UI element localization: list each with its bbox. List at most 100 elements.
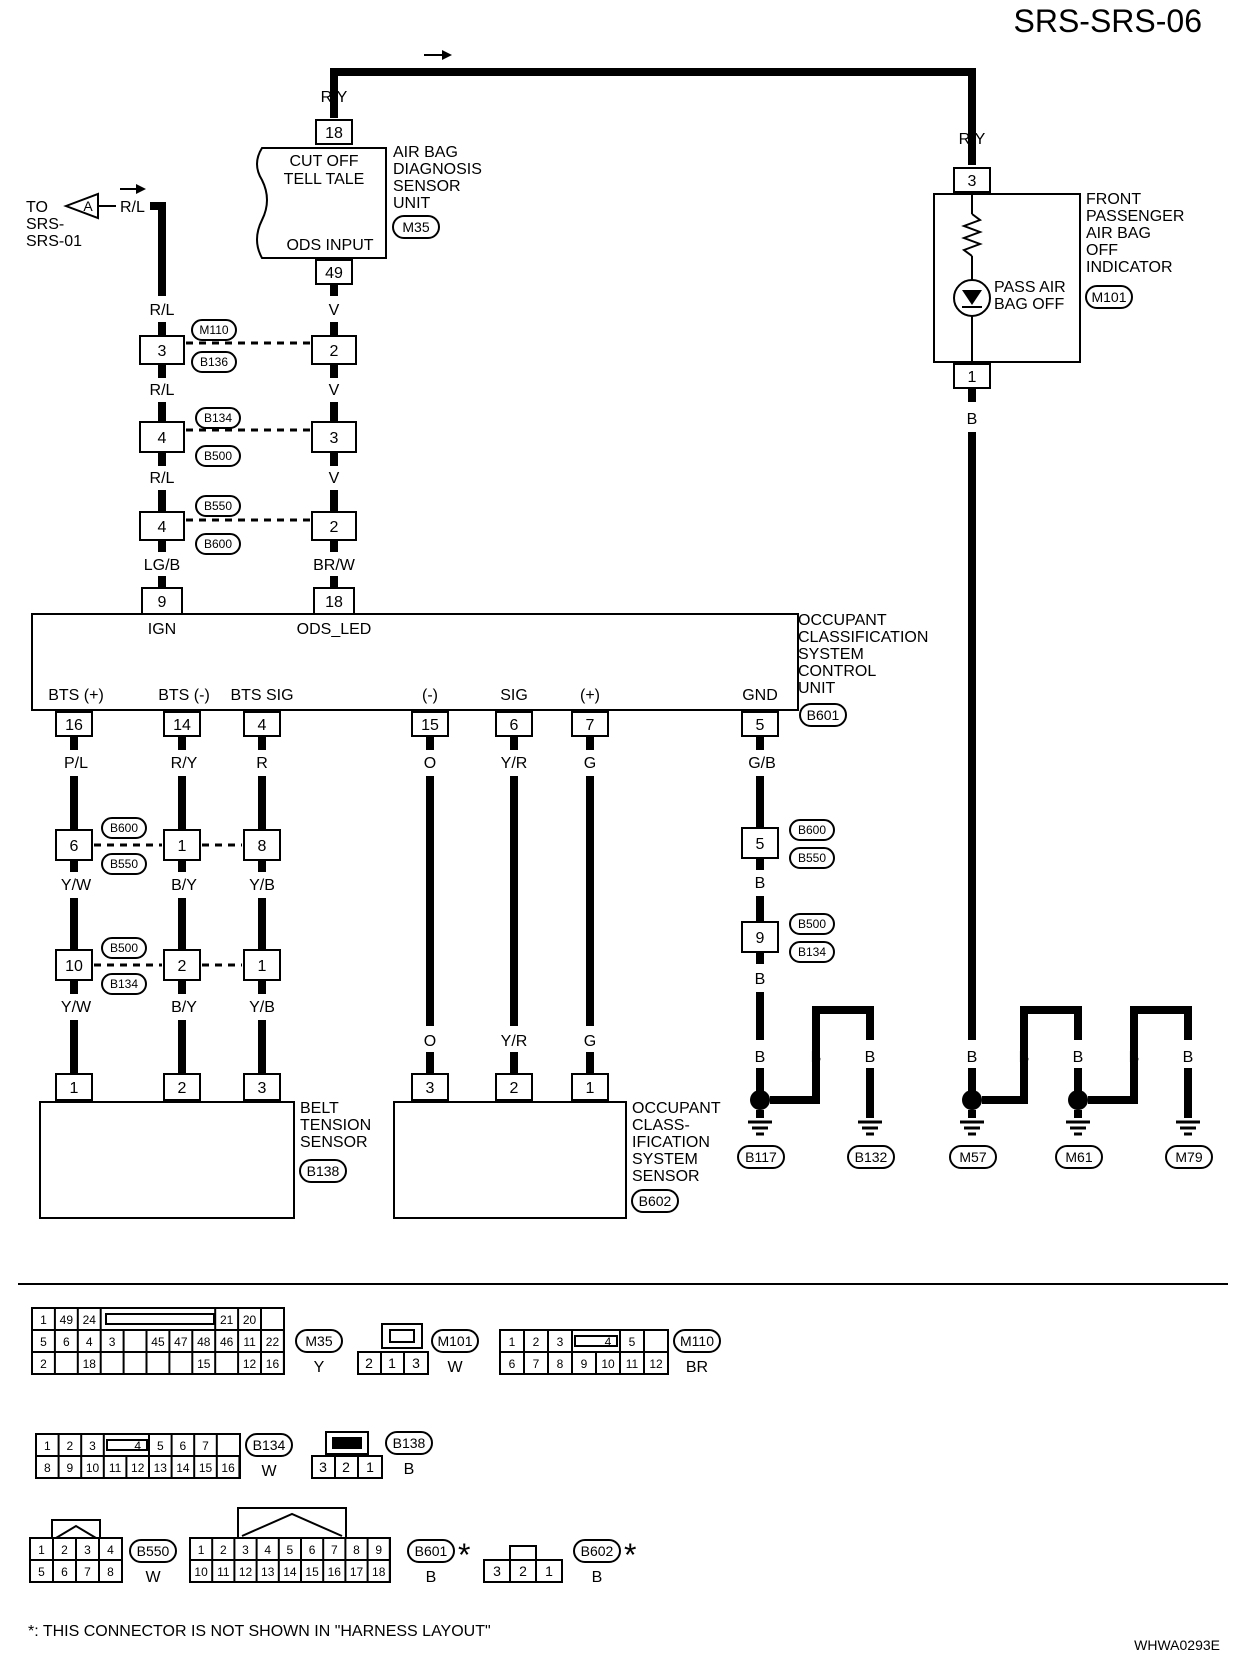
pin-number: 1 [198, 1543, 205, 1557]
flow-arrow-head [136, 184, 146, 194]
component-name: FRONT [1086, 191, 1141, 208]
pin-number: 2 [330, 343, 339, 360]
ground-id: B117 [745, 1149, 777, 1165]
connector-face-b602: 3 2 1 B602 * B [483, 1537, 636, 1586]
pin-label: (-) [422, 687, 438, 704]
pin-number: 11 [626, 1357, 639, 1371]
wire-label: B/Y [171, 877, 197, 894]
pin-number: 22 [266, 1335, 280, 1349]
pin-box [953, 167, 991, 193]
pin-number: 2 [365, 1355, 373, 1371]
pin-box [311, 335, 357, 365]
occupant-sensor-body [393, 1101, 627, 1219]
pin-number: 2 [178, 1080, 187, 1097]
pin-box [141, 587, 183, 615]
pin-number: 3 [426, 1080, 435, 1097]
pin-number: 49 [60, 1313, 74, 1327]
connector-tag [799, 703, 847, 727]
pin-number: 8 [44, 1461, 51, 1475]
connector-color: Y [314, 1359, 325, 1376]
ground-id: B132 [855, 1149, 888, 1165]
pin-number: 9 [158, 594, 167, 611]
connector-tag [573, 1539, 621, 1563]
splice-dot [962, 1090, 982, 1110]
component-name: INDICATOR [1086, 259, 1173, 276]
pin-number: 24 [83, 1313, 97, 1327]
pin-number: 6 [61, 1565, 68, 1579]
connector-tag [245, 1433, 293, 1457]
wire-label: Y/B [249, 999, 275, 1016]
pin-number: 4 [264, 1543, 271, 1557]
joint-connector-m110-b136: 3 2 M110 B136 [139, 319, 357, 373]
connector-id: B550 [798, 851, 826, 865]
pin-number: 46 [220, 1335, 234, 1349]
pin-number: 5 [157, 1439, 164, 1453]
pin-number: 1 [258, 958, 267, 975]
wire-label: Y/W [61, 999, 92, 1016]
pin-box [163, 711, 201, 737]
connector-id: M35 [305, 1333, 332, 1349]
connector-tag [195, 495, 241, 517]
pin-number: 5 [38, 1565, 45, 1579]
connector-id: B134 [110, 977, 138, 991]
pin-number: 6 [509, 1357, 516, 1371]
pin-number: 9 [581, 1357, 588, 1371]
pin-number: 4 [134, 1439, 141, 1453]
pin-box [243, 711, 281, 737]
pin-number: 5 [756, 717, 765, 734]
pin-number: 4 [86, 1335, 93, 1349]
connector-id: B600 [798, 823, 826, 837]
pin-number: 16 [266, 1357, 280, 1371]
connector-id: B550 [110, 857, 138, 871]
pin-number: 4 [158, 519, 167, 536]
latch [105, 1313, 215, 1325]
connector-tag [789, 819, 835, 841]
component-name: AIR BAG [1086, 225, 1151, 242]
offpage-text: SRS- [26, 216, 64, 233]
control-unit-body [31, 613, 799, 711]
connector-color: W [145, 1569, 161, 1586]
pin-label: BTS (+) [48, 687, 104, 704]
connector-tag [191, 351, 237, 373]
wire-label: P/L [64, 755, 88, 772]
ground-id: M79 [1175, 1149, 1202, 1165]
joint-connector-b500-b134-gnd: 9 B500 B134 [741, 913, 835, 963]
component-name: CONTROL [798, 663, 876, 680]
wire-label: R/L [120, 199, 145, 216]
pin-number: 18 [372, 1565, 386, 1579]
wire-label: V [329, 470, 340, 487]
connector-face-m101: 2 1 3 M101 W [357, 1323, 479, 1376]
joint-connector-b550-b600: 4 2 B550 B600 [139, 495, 357, 555]
connector-id: B138 [393, 1435, 426, 1451]
flow-arrow-head [442, 50, 452, 60]
pin-label: GND [742, 687, 778, 704]
connector-id: B134 [204, 411, 232, 425]
connector-tag [407, 1539, 455, 1563]
pin-number: 3 [412, 1355, 420, 1371]
pin-number: 3 [493, 1563, 501, 1579]
pin-number: 7 [586, 717, 595, 734]
pin-number: 3 [158, 343, 167, 360]
wire-label: B [865, 1049, 876, 1066]
joint-connector-b134-b500: 4 3 B134 B500 [139, 407, 357, 467]
wire-label: R/Y [959, 131, 986, 148]
connector-id: B602 [581, 1543, 614, 1559]
pin-number: 6 [510, 717, 519, 734]
air-bag-off-indicator: 3 PASS AIR BAG OFF 1 FRONT PASSENGER AIR… [933, 167, 1184, 389]
pin-label: BTS SIG [230, 687, 293, 704]
connector-id: M101 [437, 1333, 472, 1349]
pin-label: ODS_LED [297, 621, 372, 638]
connector-tag [195, 407, 241, 429]
component-name: SENSOR [632, 1168, 700, 1185]
connector-tag [392, 215, 440, 239]
connector-color: W [261, 1463, 277, 1480]
diag-sensor-unit: 18 CUT OFF TELL TALE ODS INPUT 49 AIR BA… [256, 119, 482, 285]
component-name: OFF [1086, 242, 1118, 259]
component-name: CLASS- [632, 1117, 690, 1134]
connector-tag [295, 1329, 343, 1353]
connector-id: B600 [204, 537, 232, 551]
pin-number: 14 [176, 1461, 190, 1475]
wire-label: R/Y [171, 755, 198, 772]
